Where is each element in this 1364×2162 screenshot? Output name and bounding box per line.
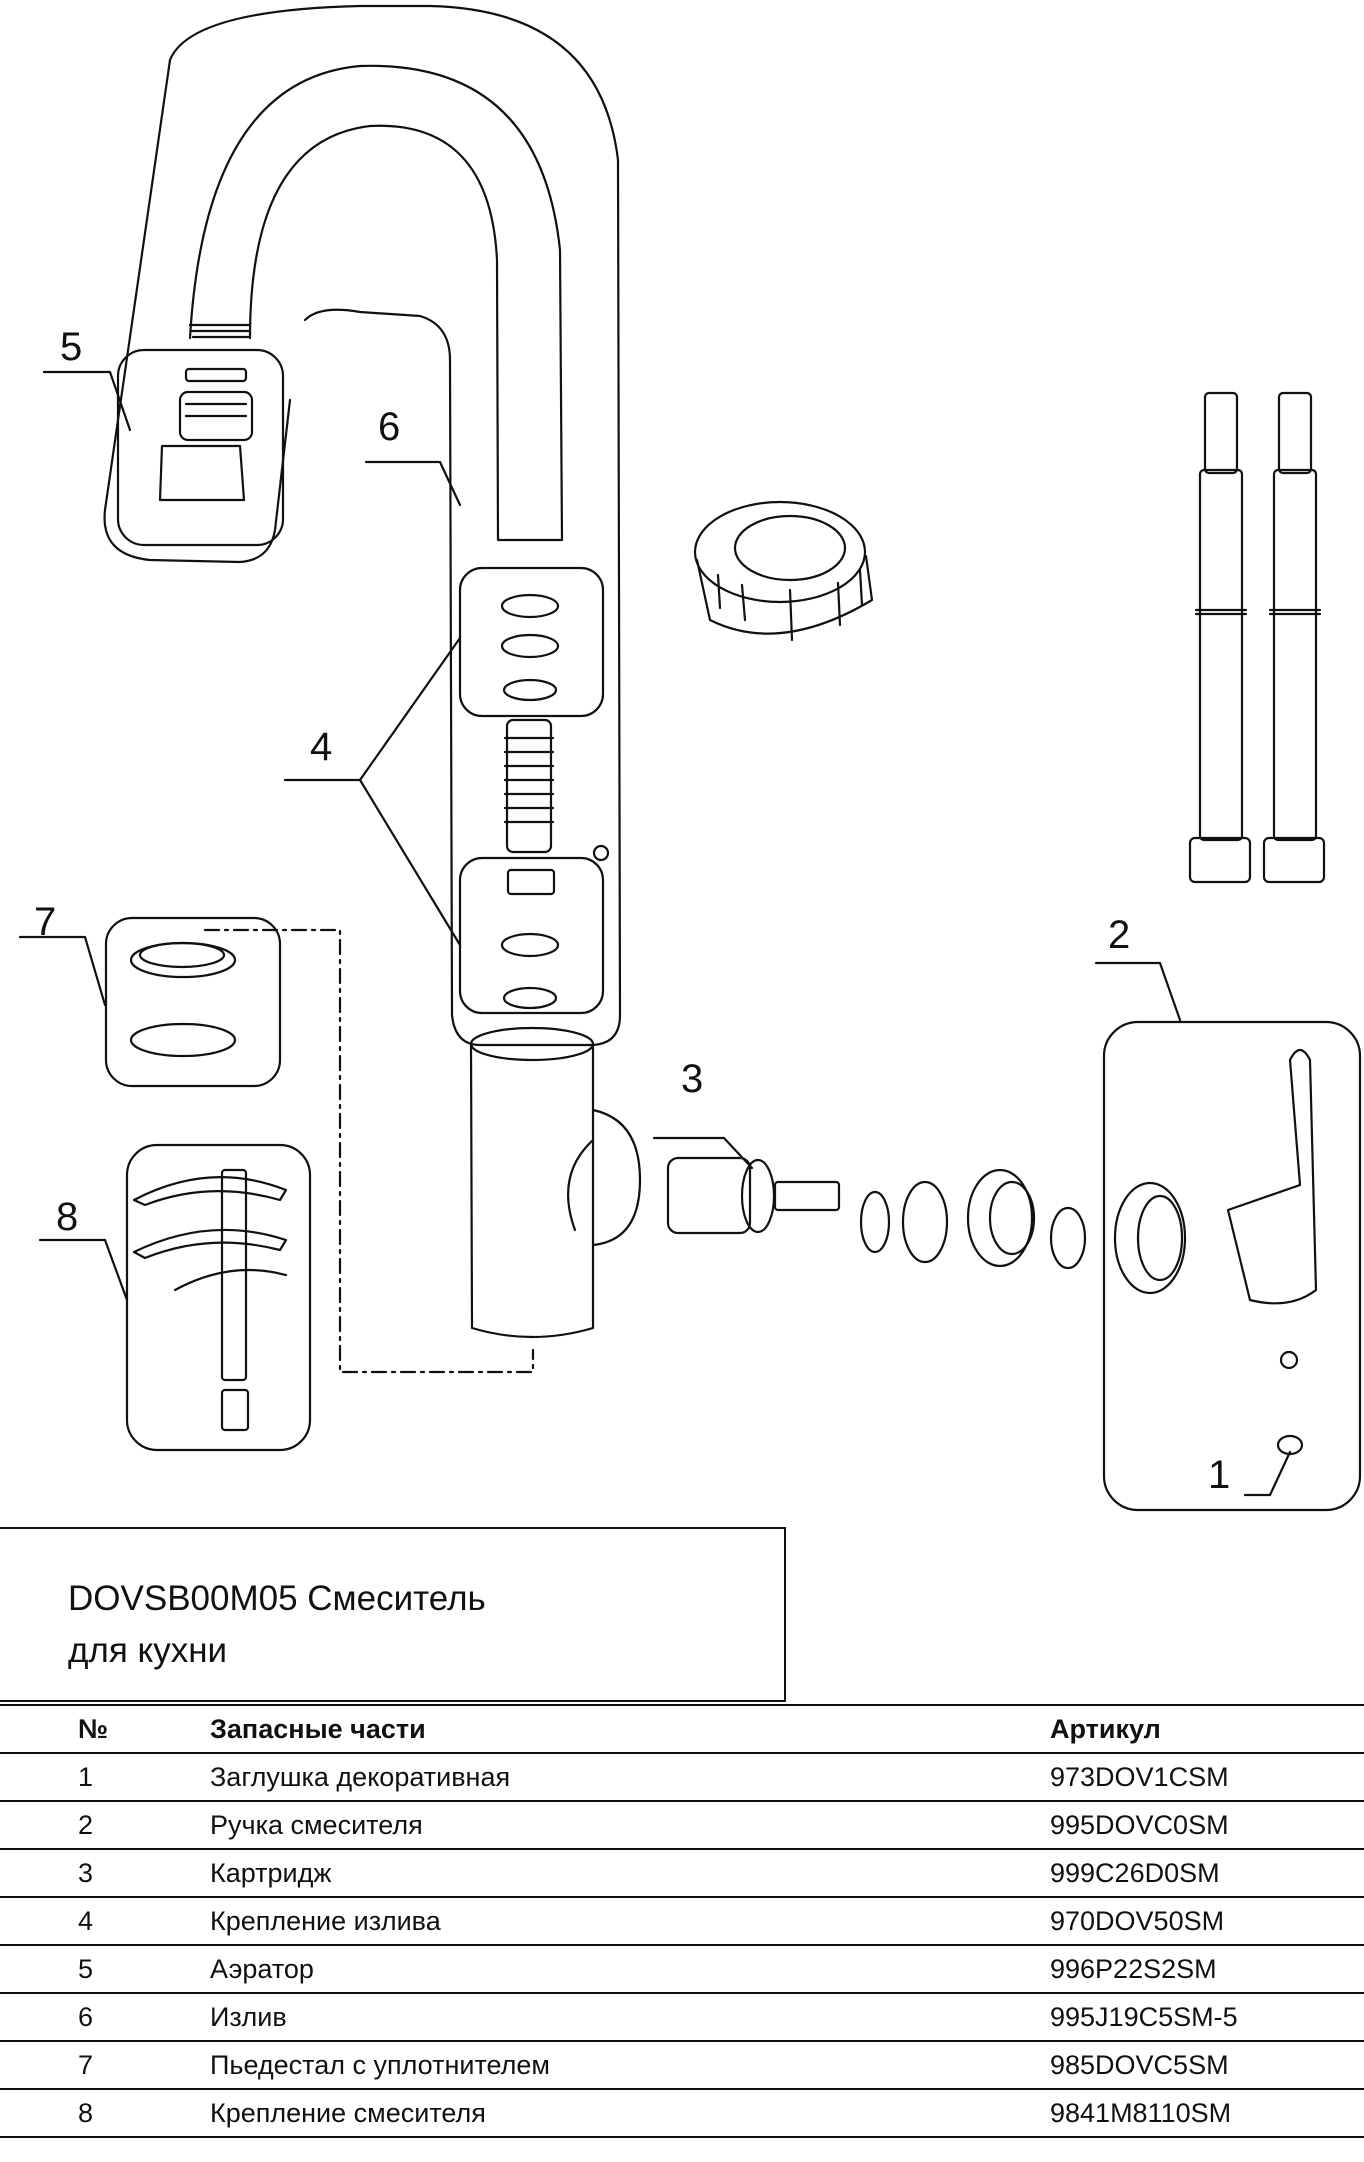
callout-4: 4 (310, 725, 332, 769)
row-article: 9841M8110SM (1050, 2088, 1364, 2138)
row-name: Ручка смесителя (210, 1800, 1050, 1850)
mixer-body (469, 1026, 642, 1339)
table-row: 1 Заглушка декоративная 973DOV1CSM (0, 1752, 1364, 1802)
row-no: 6 (0, 1992, 210, 2042)
table-row: 4 Крепление излива 970DOV50SM (0, 1896, 1364, 1946)
row-article: 995DOVC0SM (1050, 1800, 1364, 1850)
header-article: Артикул (1050, 1704, 1364, 1754)
row-name: Крепление смесителя (210, 2088, 1050, 2138)
lock-nut (693, 500, 874, 642)
product-title: DOVSB00M05 Смеситель для кухни (68, 1579, 486, 1670)
header-no: № (0, 1704, 210, 1754)
table-row: 7 Пьедестал с уплотнителем 985DOVC5SM (0, 2040, 1364, 2090)
callout-2: 2 (1108, 913, 1130, 957)
title-box: DOVSB00M05 Смеситель для кухни (0, 1527, 786, 1702)
table-row: 2 Ручка смесителя 995DOVC0SM (0, 1800, 1364, 1850)
row-name: Пьедестал с уплотнителем (210, 2040, 1050, 2090)
spout-fixing-group (458, 566, 610, 1015)
header-name: Запасные части (210, 1704, 1050, 1754)
spout-outline (103, 4, 622, 1047)
row-article: 973DOV1CSM (1050, 1752, 1364, 1802)
callout-7: 7 (34, 900, 56, 944)
pedestal-group (104, 916, 282, 1088)
row-article: 996P22S2SM (1050, 1944, 1364, 1994)
mounting-group (125, 1143, 312, 1452)
row-article: 970DOV50SM (1050, 1896, 1364, 1946)
cartridge-group (666, 1156, 1087, 1270)
row-article: 995J19C5SM-5 (1050, 1992, 1364, 2042)
row-name: Аэратор (210, 1944, 1050, 1994)
table-row: 3 Картридж 999C26D0SM (0, 1848, 1364, 1898)
exploded-view-diagram: 5 6 4 7 3 2 8 1 (18, 4, 1362, 1512)
callout-3: 3 (681, 1057, 703, 1101)
table-row: 6 Излив 995J19C5SM-5 (0, 1992, 1364, 2042)
table-row: 8 Крепление смесителя 9841M8110SM (0, 2088, 1364, 2138)
leader-lines (18, 370, 1292, 1497)
row-article: 985DOVC5SM (1050, 2040, 1364, 2090)
row-name: Заглушка декоративная (210, 1752, 1050, 1802)
handle-group (1102, 1020, 1362, 1512)
table-header-row: № Запасные части Артикул (0, 1704, 1364, 1754)
row-no: 2 (0, 1800, 210, 1850)
spare-parts-table: № Запасные части Артикул 1 Заглушка деко… (0, 1704, 1364, 2138)
flexible-hoses (1188, 391, 1326, 884)
row-no: 1 (0, 1752, 210, 1802)
row-name: Картридж (210, 1848, 1050, 1898)
aerator-group (116, 348, 285, 547)
row-no: 5 (0, 1944, 210, 1994)
spout-tube (188, 64, 564, 542)
row-article: 999C26D0SM (1050, 1848, 1364, 1898)
table-row: 5 Аэратор 996P22S2SM (0, 1944, 1364, 1994)
callout-6: 6 (378, 405, 400, 449)
callout-1: 1 (1208, 1453, 1230, 1497)
row-no: 8 (0, 2088, 210, 2138)
row-no: 4 (0, 1896, 210, 1946)
callout-5: 5 (60, 325, 82, 369)
pedestal-connector-line (203, 928, 535, 1374)
callout-8: 8 (56, 1195, 78, 1239)
row-no: 3 (0, 1848, 210, 1898)
row-no: 7 (0, 2040, 210, 2090)
row-name: Крепление излива (210, 1896, 1050, 1946)
row-name: Излив (210, 1992, 1050, 2042)
